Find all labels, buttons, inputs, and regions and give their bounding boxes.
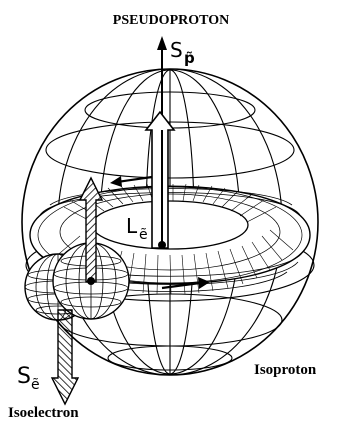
electron-spin-label: S ẽ: [17, 364, 40, 393]
svg-text:S: S: [170, 38, 183, 62]
electron-spin-hatched-arrow: [50, 309, 80, 406]
proton-spin-arrow: [144, 110, 176, 249]
isoproton-label: Isoproton: [254, 362, 317, 378]
svg-text:S: S: [17, 364, 31, 389]
title-label: PSEUDOPROTON: [113, 13, 229, 28]
svg-text:p̃: p̃: [184, 49, 195, 67]
svg-text:ẽ: ẽ: [31, 377, 40, 393]
spin-axis-arrowhead: [157, 36, 167, 50]
svg-text:L: L: [126, 214, 138, 238]
proton-center-dot: [158, 241, 166, 249]
orbital-label: L ẽ: [126, 214, 148, 243]
isoelectron-label: Isoelectron: [8, 405, 79, 421]
electron-center-dot: [87, 277, 95, 285]
orbital-hatched-arrow: [78, 176, 104, 283]
svg-text:ẽ: ẽ: [139, 227, 148, 243]
torus-direction-arrow-top: [110, 175, 153, 187]
torus-direction-arrow-bottom: [161, 277, 210, 290]
proton-spin-label: S p̃: [170, 38, 195, 67]
